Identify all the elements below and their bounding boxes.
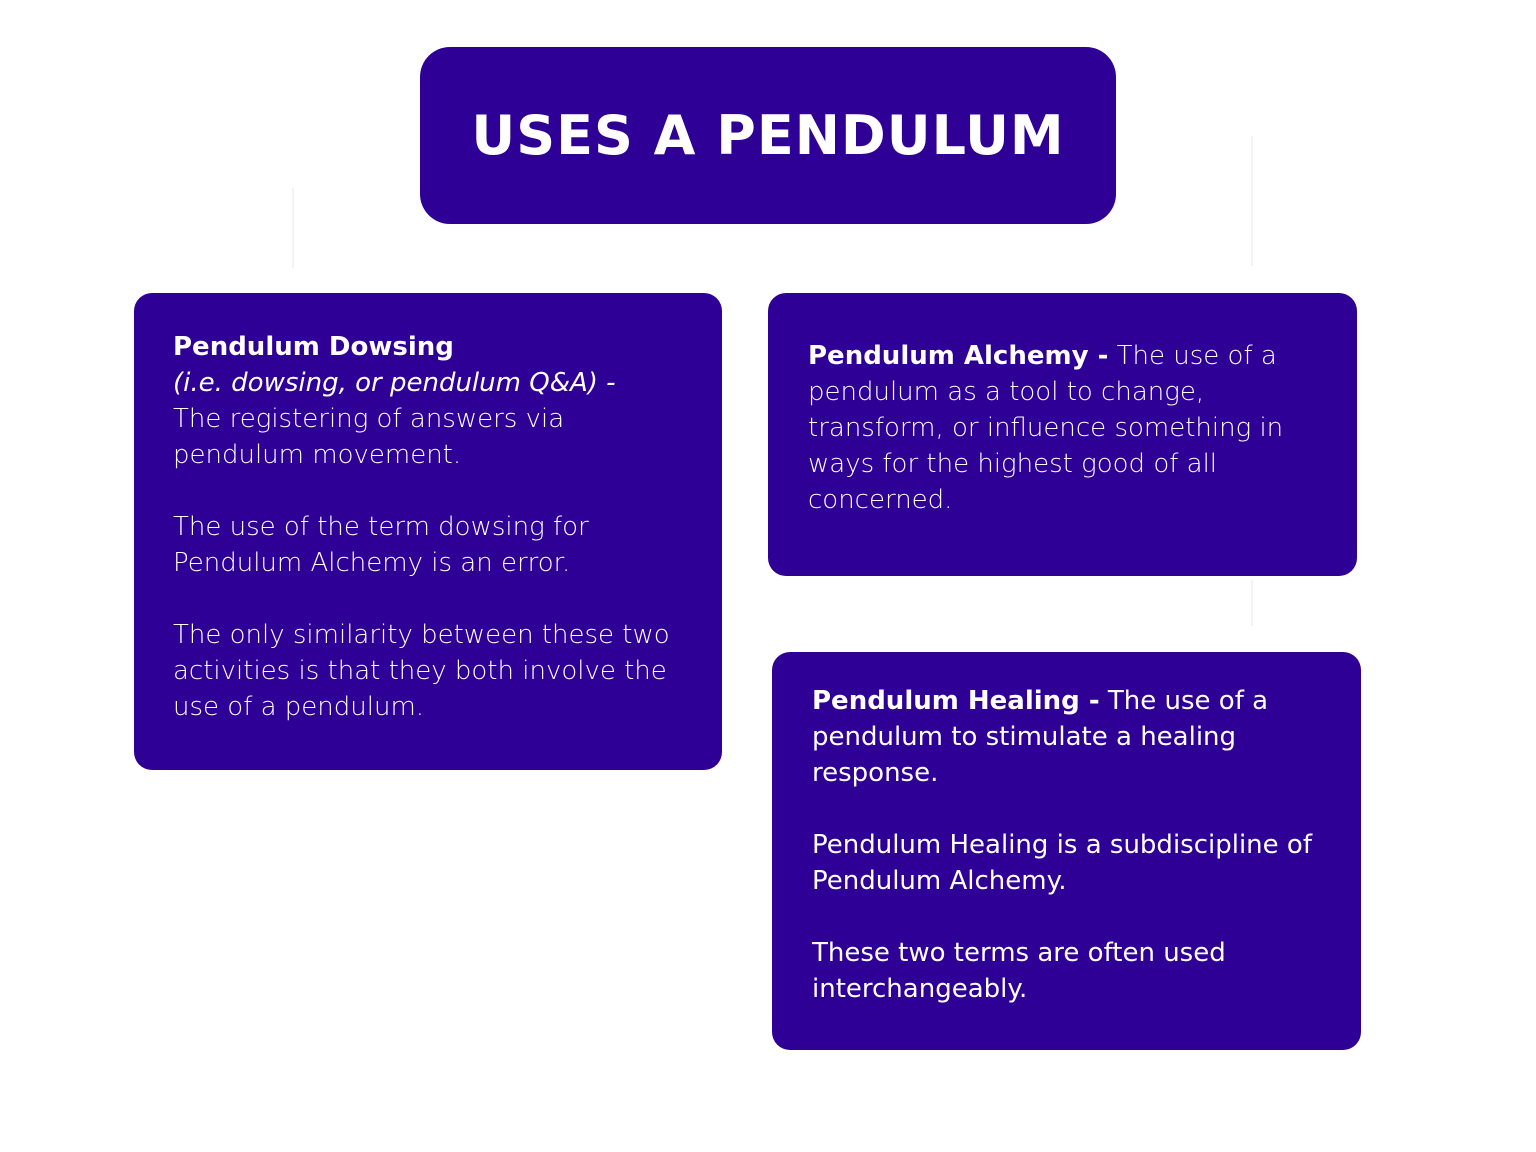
dowsing-note-2: The only similarity between these two ac… [173,620,670,722]
connector-right-lower [1251,580,1253,626]
healing-note-2: These two terms are often used interchan… [812,938,1226,1004]
alchemy-heading: Pendulum Alchemy - [808,341,1109,371]
connector-left [292,188,294,268]
dowsing-note-1: The use of the term dowsing for Pendulum… [173,512,589,578]
title-box: USES A PENDULUM [420,47,1116,224]
healing-definition: The use of a pendulum to stimulate a hea… [812,686,1269,788]
pendulum-dowsing-box: Pendulum Dowsing (i.e. dowsing, or pendu… [134,293,722,770]
healing-heading: Pendulum Healing - [812,686,1100,716]
dowsing-definition: The registering of answers via pendulum … [173,404,565,470]
pendulum-alchemy-box: Pendulum Alchemy - The use of a pendulum… [768,293,1357,576]
pendulum-healing-box: Pendulum Healing - The use of a pendulum… [772,652,1361,1050]
alchemy-definition: The use of a pendulum as a tool to chang… [808,341,1284,515]
connector-right [1251,136,1253,266]
healing-note-1: Pendulum Healing is a subdiscipline of P… [812,830,1312,896]
dowsing-heading: Pendulum Dowsing [173,332,454,362]
dowsing-subheading: (i.e. dowsing, or pendulum Q&A) - [173,368,616,398]
diagram-title: USES A PENDULUM [471,104,1065,167]
